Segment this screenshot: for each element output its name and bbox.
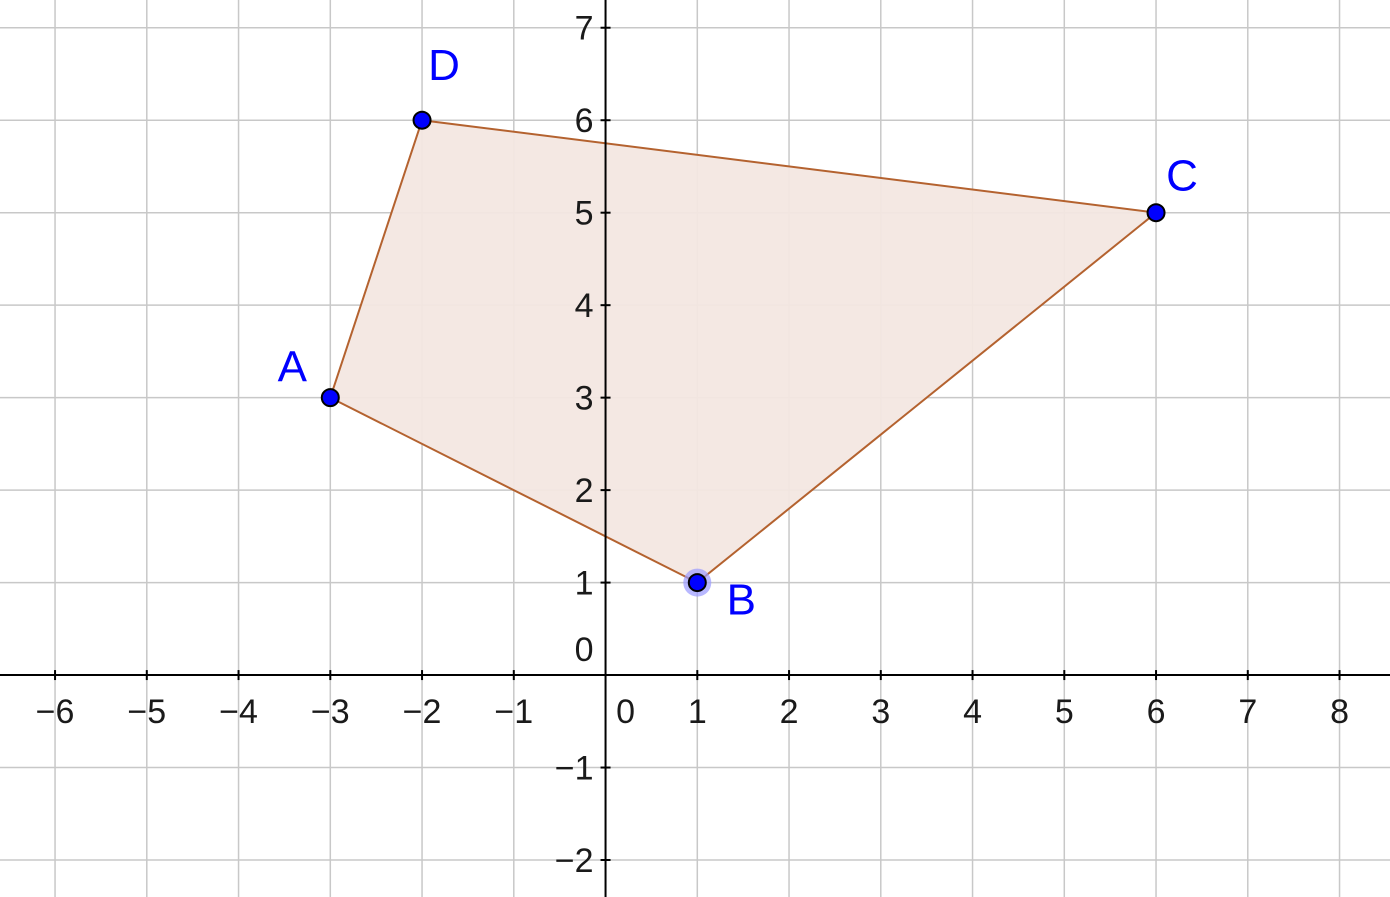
point-marker[interactable] — [687, 573, 707, 593]
x-tick-label: −2 — [403, 693, 442, 731]
point-marker[interactable] — [412, 110, 432, 130]
y-tick-label: 6 — [575, 102, 594, 140]
y-tick-label: −1 — [555, 750, 594, 788]
point-D[interactable]: D — [412, 41, 460, 130]
x-tick-label: 0 — [616, 693, 635, 731]
point-C[interactable]: C — [1146, 152, 1198, 223]
x-tick-label: −6 — [36, 693, 75, 731]
x-tick-label: 3 — [871, 693, 890, 731]
y-tick-label: 3 — [575, 380, 594, 418]
polygon-layer — [329, 119, 1159, 584]
points-layer: A B C D — [278, 41, 1198, 624]
point-B[interactable]: B — [683, 568, 756, 625]
y-tick-label: −2 — [555, 842, 594, 880]
x-tick-label: 5 — [1055, 693, 1074, 731]
point-label-D: D — [428, 41, 460, 90]
x-tick-label: 2 — [780, 693, 799, 731]
x-tick-label: 1 — [688, 693, 707, 731]
x-tick-label: −5 — [127, 693, 166, 731]
y-tick-label: 4 — [575, 287, 594, 325]
x-tick-label: 7 — [1238, 693, 1257, 731]
x-tick-label: −1 — [494, 693, 533, 731]
point-marker[interactable] — [320, 388, 340, 408]
point-label-C: C — [1166, 152, 1198, 201]
y-tick-label: 7 — [575, 10, 594, 48]
x-tick-label: −3 — [311, 693, 350, 731]
x-tick-label: 6 — [1147, 693, 1166, 731]
x-tick-label: 8 — [1330, 693, 1349, 731]
x-tick-label: 4 — [963, 693, 982, 731]
tick-labels: −6 −5 −4 −3 −2 −1 0 1 2 3 4 5 6 7 8 7 6 5 4 3 2 1 0 −1 −2 — [36, 10, 1349, 880]
x-tick-label: −4 — [219, 693, 258, 731]
y-tick-label: 5 — [575, 195, 594, 233]
y-tick-label: 0 — [575, 631, 594, 669]
point-marker[interactable] — [1146, 203, 1166, 223]
point-label-B: B — [727, 576, 756, 625]
y-tick-label: 1 — [575, 565, 594, 603]
point-label-A: A — [278, 343, 308, 392]
y-tick-label: 2 — [575, 472, 594, 510]
point-A[interactable]: A — [278, 343, 340, 408]
polygon-ABCD[interactable] — [329, 119, 1159, 584]
